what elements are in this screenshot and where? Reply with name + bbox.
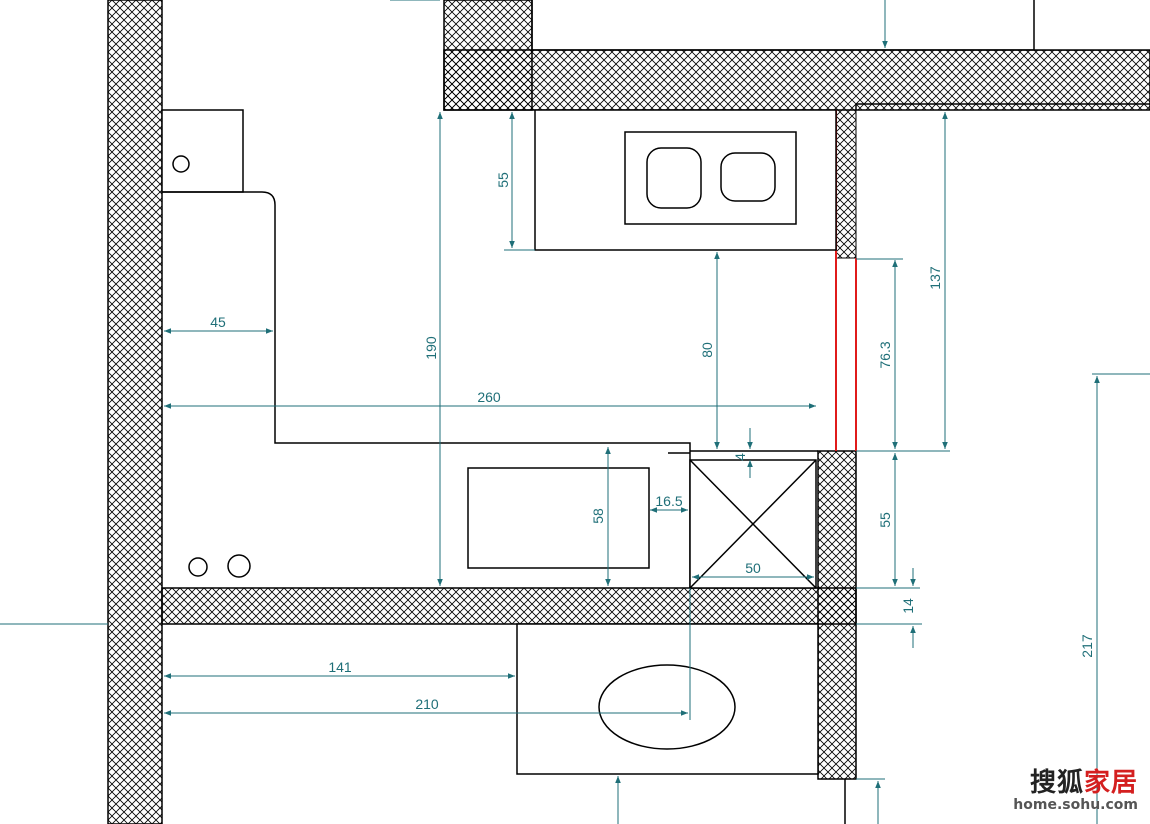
dim-label-80: 80 — [699, 342, 715, 358]
dim-label-137: 137 — [927, 266, 943, 290]
dim-label-210: 210 — [415, 696, 439, 712]
toilet-flush-button — [172, 155, 190, 173]
wall-left — [107, 0, 163, 824]
wall-top-right-stub — [1034, 0, 1150, 50]
dim-label-190: 190 — [423, 336, 439, 360]
bath-panel — [467, 467, 650, 569]
dim-label-50: 50 — [745, 560, 761, 576]
dim-label-55-right: 55 — [877, 512, 893, 528]
drain-2 — [227, 554, 251, 578]
dim-label-45: 45 — [210, 314, 226, 330]
dim-label-16-5: 16.5 — [655, 493, 682, 509]
dim-label-217: 217 — [1079, 634, 1095, 658]
dim-label-260: 260 — [477, 389, 501, 405]
toilet-tank — [161, 109, 244, 193]
sink-bowl-left — [646, 147, 702, 209]
dim-label-55-top: 55 — [495, 172, 511, 188]
drain-1 — [188, 557, 208, 577]
sink-bowl-right — [720, 152, 776, 202]
dim-label-76-3: 76.3 — [877, 341, 893, 368]
dimension-labels: 45 260 190 55 80 76.3 137 4 16.5 58 50 5… — [210, 172, 1095, 712]
dim-label-58: 58 — [590, 508, 606, 524]
dim-label-14: 14 — [900, 598, 916, 614]
dim-label-4: 4 — [732, 453, 748, 461]
fixtures — [161, 109, 846, 824]
wall-top-horizontal — [443, 49, 1150, 111]
oval-basin — [598, 664, 736, 750]
wall-middle-horizontal — [161, 587, 857, 625]
bathtub-outline — [162, 191, 691, 588]
wall-partition-hatched — [835, 109, 857, 259]
wall-shower-right — [817, 450, 857, 780]
duct-shaft-cross — [689, 459, 817, 589]
dim-label-141: 141 — [328, 659, 352, 675]
